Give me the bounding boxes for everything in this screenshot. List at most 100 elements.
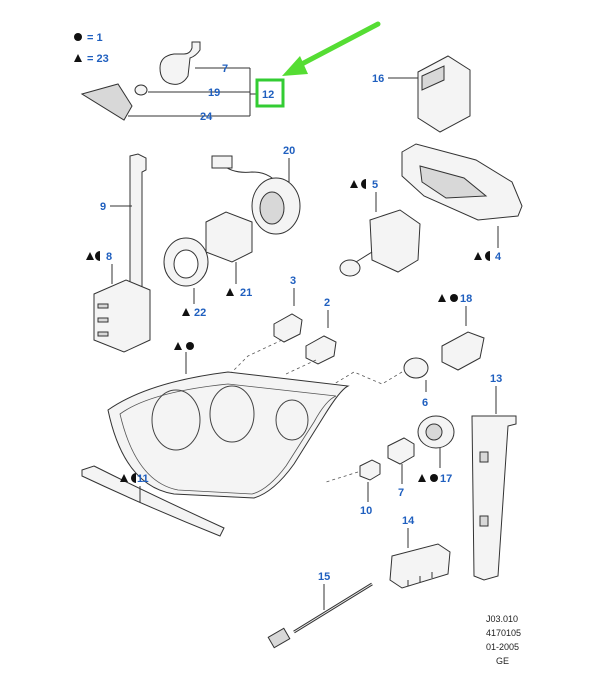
callout-11: 11 — [137, 473, 149, 485]
socket-18-part — [441, 331, 485, 371]
bulb-base-part — [369, 209, 421, 273]
bulb-socket-part — [159, 41, 201, 85]
housing-lens — [119, 383, 337, 495]
callout-17: 17 — [440, 473, 452, 485]
bulb-5: 5 — [339, 179, 421, 277]
callout-21: 21 — [240, 287, 252, 299]
bulbs-3-2: 3 2 — [217, 275, 337, 387]
igniter-20: 20 — [211, 145, 301, 235]
dash-3 — [217, 339, 283, 387]
lock-ring-inner — [173, 249, 199, 279]
bulb-7-lower-part — [387, 437, 415, 465]
green-arrow-shaft — [295, 21, 381, 69]
trim-strip-11: 11 — [81, 465, 225, 537]
callout-6: 6 — [422, 397, 428, 409]
bracket-13-slot-2 — [479, 515, 489, 527]
symbol-housing-circle — [186, 342, 194, 350]
callout-14: 14 — [402, 515, 415, 527]
callout-20: 20 — [283, 145, 295, 157]
dash-10 — [325, 471, 359, 483]
symbol-4-half — [485, 251, 490, 261]
back-cover-4: 4 — [401, 143, 523, 263]
igniter-connector — [211, 155, 233, 169]
legend: = 1 = 23 — [74, 32, 109, 65]
legend-circle-symbol — [74, 33, 82, 41]
module-14-pins — [407, 572, 433, 586]
callout-9: 9 — [100, 201, 106, 213]
small-bulb-part — [134, 84, 148, 96]
trim-strip-part — [81, 465, 225, 537]
housing-reflector-3 — [275, 399, 309, 441]
headlamp-housing — [107, 342, 350, 499]
bulb-glass-part — [339, 259, 361, 277]
highlight-box — [255, 78, 285, 108]
legend-triangle-text: = 23 — [87, 53, 109, 65]
socket-17-inner — [425, 423, 443, 441]
legend-triangle-symbol — [74, 54, 82, 62]
control-module-face — [421, 65, 445, 91]
rod-shaft-inner — [293, 583, 373, 633]
rod-head — [267, 627, 291, 649]
symbol-17-circle — [430, 474, 438, 482]
starter-21: 21 — [205, 211, 253, 299]
callout-18: 18 — [460, 293, 472, 305]
reference-line-2: 4170105 — [486, 628, 521, 638]
callout-10: 10 — [360, 505, 372, 517]
starter-part — [205, 211, 253, 263]
callout-3: 3 — [290, 275, 296, 287]
bulb-neck — [355, 251, 373, 263]
lock-ring-22: 22 — [163, 237, 209, 319]
green-arrow-head — [282, 56, 308, 76]
bracket-13-slot-1 — [479, 451, 489, 463]
bracket-13-part — [471, 415, 517, 581]
mount-bracket-part — [93, 279, 151, 353]
callout-5: 5 — [372, 179, 378, 191]
symbol-22-triangle — [182, 308, 190, 316]
bracket-9: 9 — [100, 153, 147, 295]
control-module-16: 16 — [372, 55, 471, 133]
bulb-2-part — [305, 335, 337, 365]
symbol-5-triangle — [350, 180, 358, 188]
callout-15: 15 — [318, 571, 330, 583]
symbol-8-half — [95, 251, 100, 261]
symbol-11-triangle — [120, 474, 128, 482]
symbol-17-triangle — [418, 474, 426, 482]
housing-outline — [107, 371, 350, 499]
mount-slot-3 — [97, 331, 109, 337]
bulb-6-part — [403, 357, 429, 379]
housing-reflector-1 — [151, 389, 201, 451]
adjuster-rod-15: 15 — [267, 571, 373, 649]
bracket-strip-part — [129, 153, 147, 295]
callout-2: 2 — [324, 297, 330, 309]
mount-slot-1 — [97, 303, 109, 309]
callout-13: 13 — [490, 373, 502, 385]
symbol-18-circle — [450, 294, 458, 302]
bracket-8: 8 — [86, 251, 151, 353]
reference-block: J03.010 4170105 01-2005 GE — [486, 614, 521, 666]
symbol-5-half — [361, 179, 366, 189]
back-cover-recess — [419, 165, 488, 199]
callout-4: 4 — [495, 251, 502, 263]
legend-circle-text: = 1 — [87, 32, 103, 44]
dash-2 — [285, 359, 317, 375]
callout-8: 8 — [106, 251, 112, 263]
bulb-3-part — [273, 313, 303, 343]
callout-24: 24 — [200, 111, 213, 123]
mount-slot-2 — [97, 317, 109, 323]
igniter-ring-inner — [259, 191, 285, 225]
reference-line-3: 01-2005 — [486, 642, 519, 652]
dash-6 — [323, 371, 403, 391]
reference-line-1: J03.010 — [486, 614, 518, 624]
bracket-13: 13 — [471, 373, 517, 581]
callout-22: 22 — [194, 307, 206, 319]
lamp-cover-part — [80, 83, 133, 121]
symbol-housing-triangle — [174, 342, 182, 350]
bulb-10-part — [359, 459, 381, 481]
symbol-11-half — [131, 473, 136, 483]
callout-16: 16 — [372, 73, 384, 85]
symbol-4-triangle — [474, 252, 482, 260]
callout-19: 19 — [208, 87, 220, 99]
socket-bulb-group: 7 19 24 — [80, 41, 258, 123]
callout-12: 12 — [262, 89, 274, 101]
